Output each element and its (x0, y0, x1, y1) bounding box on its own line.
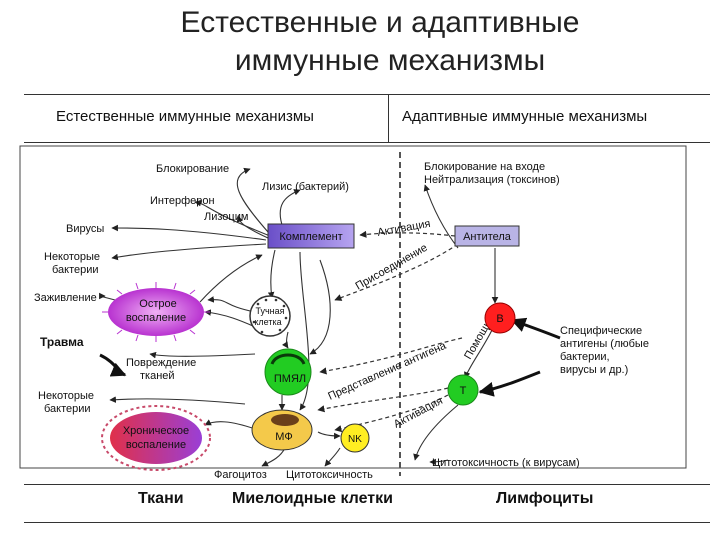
column-header-adaptive: Адаптивные иммунные механизмы (402, 108, 648, 125)
nk-cell (340, 423, 370, 453)
label-nekot-bakt-1a: Некоторые (44, 251, 100, 263)
label-tsitotoks-virus: Цитотоксичность (к вирусам) (432, 457, 580, 469)
label-lizis: Лизис (бактерий) (262, 181, 349, 193)
footer-bottom-rule (24, 522, 710, 523)
komplement-box (267, 223, 355, 249)
hron-label-a: Хроническое (123, 425, 189, 437)
hron-vospalenie (110, 412, 202, 464)
footer-mieloid: Миелоидные клетки (232, 490, 393, 507)
label-lizotsim: Лизоцим (204, 211, 248, 223)
column-header-innate: Естественные иммунные механизмы (56, 108, 314, 125)
label-spec-c: бактерии, (560, 351, 610, 363)
antitela-label: Антитела (463, 231, 512, 243)
footer-limfotsity: Лимфоциты (496, 490, 594, 507)
antigen-arrow-b (510, 317, 561, 340)
komplement-label: Комплемент (279, 231, 342, 243)
label-neitral: Нейтрализация (токсинов) (424, 174, 560, 186)
label-interferon: Интерферон (150, 195, 215, 207)
ostroe-label-b: воспаление (126, 312, 186, 324)
label-povrezhdenie-a: Повреждение (126, 357, 196, 369)
label-trauma: Травма (40, 335, 84, 349)
label-tsitotoks: Цитотоксичность (286, 469, 373, 481)
header-bottom-rule (24, 142, 710, 143)
ostroe-vospalenie (108, 288, 204, 336)
label-prisoedinenie: Присоединение (354, 242, 430, 293)
trauma-arrow (99, 353, 127, 377)
t-cell-label: T (460, 385, 467, 397)
label-povrezhdenie-b: тканей (140, 370, 175, 382)
node-arrows (199, 184, 499, 466)
title-line-2: иммунные механизмы (234, 44, 546, 77)
t-cell (447, 374, 479, 406)
ostroe-spikes (102, 282, 210, 342)
title-line-1: Естественные и адаптивные (180, 6, 580, 39)
label-blokirovanie: Блокирование (156, 163, 229, 175)
antigen-arrow-t (478, 370, 541, 397)
b-cell (484, 302, 516, 334)
footer-top-rule (24, 484, 710, 485)
pmyal-label: ПМЯЛ (274, 373, 306, 385)
label-virusy: Вирусы (66, 223, 104, 235)
mf-label: МФ (275, 431, 292, 443)
label-predstavlenie: Представление антигена (326, 339, 448, 402)
label-zazhivlenie: Заживление (34, 292, 97, 304)
header-divider (388, 94, 389, 142)
tuchnaya-label-b: клетка (254, 317, 281, 327)
ostroe-label-a: Острое (139, 298, 176, 310)
slide-title: Естественные и адаптивные иммунные механ… (0, 4, 720, 80)
label-spec-d: вирусы и др.) (560, 364, 628, 376)
nk-label: NK (348, 434, 362, 445)
cross-arrows (317, 230, 463, 433)
label-blok-vhod: Блокирование на входе (424, 161, 545, 173)
tuchnaya-label-a: Тучная (255, 306, 284, 316)
b-cell-label: B (496, 313, 503, 325)
label-spec-a: Специфические (560, 325, 642, 337)
label-aktivatsiya-1: Активация (376, 218, 431, 239)
antitela-box (454, 225, 520, 247)
pmyal-cell (264, 348, 312, 396)
label-nekot-bakt-1b: бактерии (52, 264, 99, 276)
label-nekot-bakt-2b: бактерии (44, 403, 91, 415)
label-nekot-bakt-2a: Некоторые (38, 390, 94, 402)
tuchnaya-kletka (249, 295, 291, 337)
diagram-frame (19, 145, 687, 469)
hron-label-b: воспаление (126, 439, 186, 451)
header-top-rule (24, 94, 710, 95)
label-spec-b: антигены (любые (560, 338, 649, 350)
label-fagotsitoz: Фагоцитоз (214, 469, 267, 481)
footer-tkani: Ткани (138, 490, 184, 507)
